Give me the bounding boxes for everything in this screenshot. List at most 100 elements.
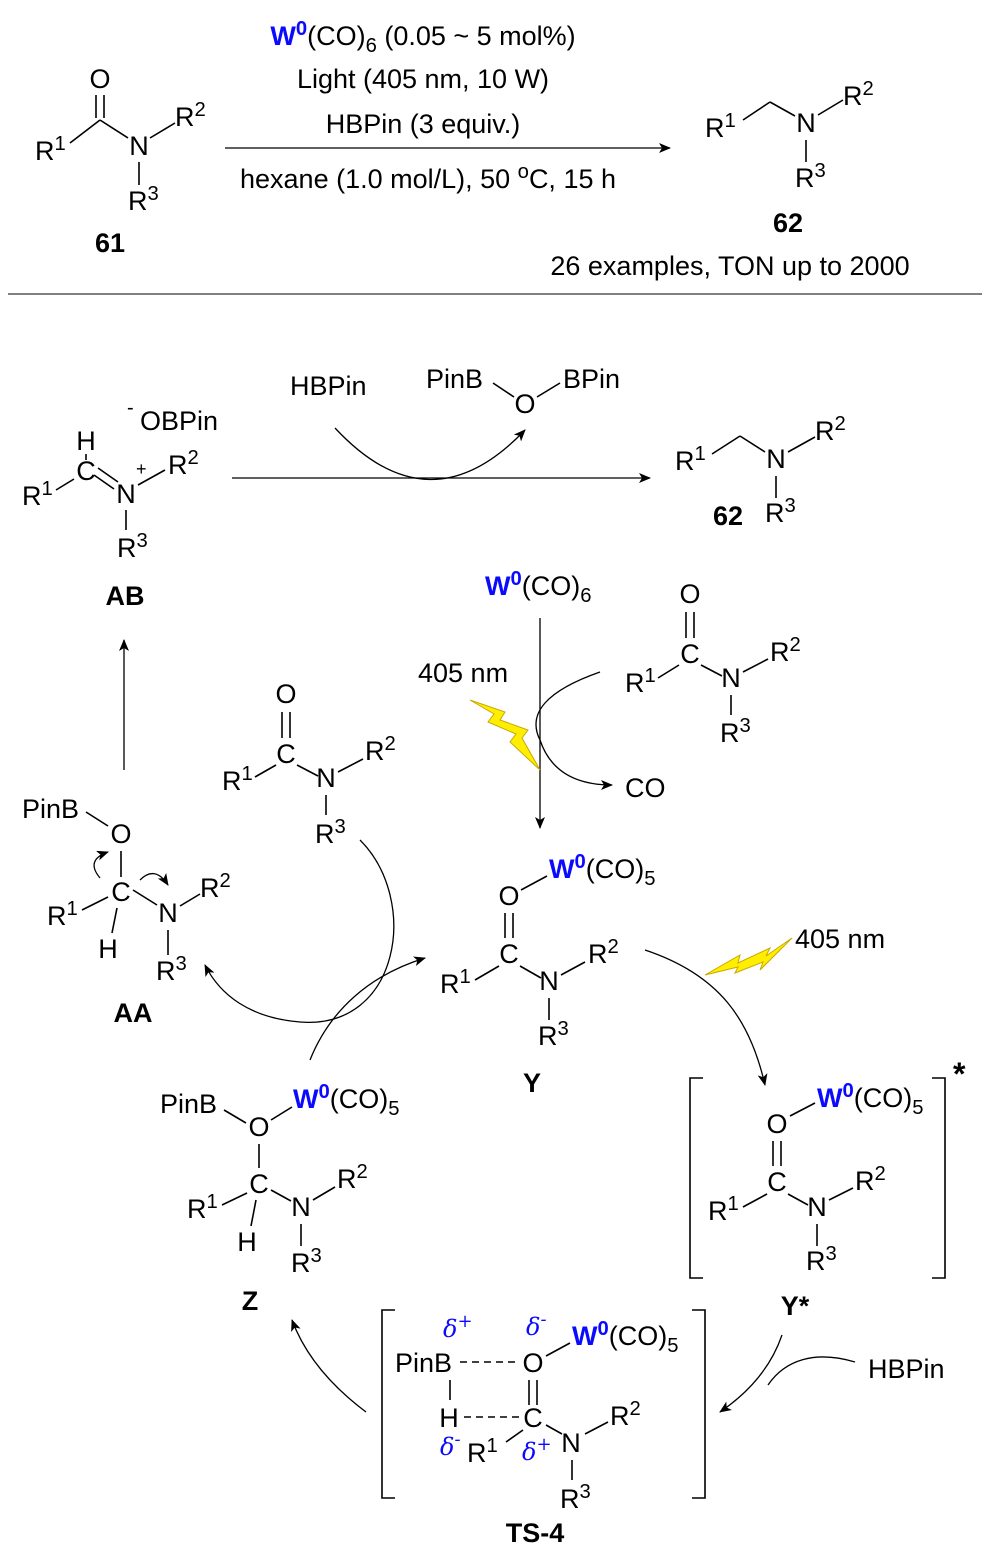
bracket-left — [689, 1077, 703, 1279]
compound-label-62: 62 — [773, 208, 803, 238]
atom-O: O — [766, 1109, 787, 1139]
partial-charge: δ-​ — [440, 1429, 461, 1461]
lightning-icon — [469, 699, 541, 771]
top-step: HBPin PinB O BPin — [232, 364, 651, 483]
r3: R3​ — [117, 530, 148, 563]
light-condition: Light (405 nm, 10 W) — [297, 64, 549, 94]
atom-N: N — [316, 763, 336, 793]
r2: R2​ — [588, 936, 619, 969]
transition-state-TS4: δ+​ δ-​ W0​(CO)5​ PinB O H C δ-​ R1​ δ+​… — [381, 1309, 706, 1548]
catalyst-formula: W0​(CO)6​ — [485, 568, 592, 607]
atom-C: C — [276, 739, 296, 769]
charge-minus: - — [127, 397, 134, 419]
excited-state-mark: * — [953, 1056, 966, 1092]
r2: R2​ — [855, 1163, 886, 1196]
compound-label-61: 61 — [95, 228, 125, 258]
charge-plus: + — [136, 459, 147, 479]
r3: R3​ — [156, 953, 187, 986]
hbpin-join-arrow — [767, 1356, 856, 1386]
partial-charge: δ-​ — [526, 1309, 547, 1341]
r3: R3​ — [538, 1018, 569, 1051]
electron-push-arrow — [93, 850, 109, 879]
mechanism-product-62: R1​ N R2​ R3​ 62 — [675, 413, 846, 531]
electron-push-arrow — [139, 873, 169, 886]
atom-C: C — [111, 877, 131, 907]
r1: R1​ — [625, 665, 656, 698]
curved-arrow — [334, 427, 526, 481]
compound-label-TS4: TS-4 — [506, 1518, 565, 1548]
amide-substrate-right: O C R1​ N R2​ R3​ — [625, 579, 801, 748]
atom-N: N — [539, 966, 559, 996]
intermediate-AB: - OBPin H R1​ C N + R2​ R3​ AB — [22, 397, 218, 611]
arrow-Y-to-Ystar — [644, 949, 768, 1086]
atom-N: N — [158, 898, 178, 928]
intermediate-Y: O W0​(CO)5​ C R1​ N R2​ R3​ Y — [440, 851, 656, 1098]
pinb: PinB — [426, 364, 483, 394]
atom-N: N — [807, 1192, 827, 1222]
atom-C: C — [249, 1169, 269, 1199]
r2: R2​ — [168, 447, 199, 480]
r3: R3​ — [795, 160, 826, 193]
reactant-61: O R1​ N R2​ R3​ 61 — [35, 64, 206, 258]
curved-arrow-Z-to-Y — [309, 956, 426, 1061]
reductant-condition: HBPin (3 equiv.) — [326, 109, 521, 139]
arrow-TS4-to-Z — [291, 1319, 367, 1413]
w-co5: W0​(CO)5​ — [549, 851, 656, 890]
r2: R2​ — [337, 1161, 368, 1194]
atom-O: O — [110, 819, 131, 849]
atom-O: O — [275, 679, 296, 709]
w-co5: W0​(CO)5​ — [572, 1318, 679, 1357]
curved-arrow-co — [535, 671, 613, 790]
atom-C: C — [767, 1167, 787, 1197]
atom-H: H — [98, 934, 118, 964]
atom-O: O — [514, 389, 535, 419]
product-62: R1​ N R2​ R3​ 62 — [705, 78, 874, 238]
r1: R1​ — [187, 1191, 218, 1224]
intermediate-Z: PinB O W0​(CO)5​ C R1​ H N R2​ R3​ Z — [160, 1081, 400, 1316]
w-co5: W0​(CO)5​ — [293, 1081, 400, 1120]
atom-O: O — [522, 1348, 543, 1378]
w-co5: W0​(CO)5​ — [817, 1080, 924, 1119]
compound-label-Y: Y — [523, 1068, 541, 1098]
atom-O: O — [498, 881, 519, 911]
atom-N: N — [291, 1192, 311, 1222]
pinb: PinB — [22, 794, 79, 824]
atom-N: N — [766, 444, 786, 474]
catalyst-entry: W0​(CO)6​ 405 nm CO — [418, 568, 666, 829]
r2: R2​ — [770, 634, 801, 667]
r2: R2​ — [610, 1398, 641, 1431]
partial-charge: δ+​ — [443, 1311, 473, 1343]
atom-O: O — [248, 1112, 269, 1142]
atom-C: C — [680, 639, 700, 669]
light-label: 405 nm — [418, 658, 508, 688]
r1: R1​ — [675, 443, 706, 476]
r3: R3​ — [720, 715, 751, 748]
r1: R1​ — [467, 1435, 498, 1468]
r3: R3​ — [291, 1245, 322, 1278]
light-label: 405 nm — [795, 924, 885, 954]
atom-H: H — [76, 426, 96, 456]
compound-label-Z: Z — [242, 1286, 259, 1316]
atom-C: C — [523, 1403, 543, 1433]
atom-N: N — [116, 479, 136, 509]
compound-label-62: 62 — [713, 501, 743, 531]
r3: R3​ — [765, 495, 796, 528]
atom-H: H — [439, 1403, 459, 1433]
r2: R2​ — [200, 870, 231, 903]
r1: R1​ — [705, 110, 736, 143]
atom-H: H — [237, 1227, 257, 1257]
atom-O: O — [679, 579, 700, 609]
intermediate-Y-star: * O W0​(CO)5​ C R1​ N R2​ R3​ Y* — [689, 1056, 966, 1321]
atom-N: N — [129, 131, 149, 161]
atom-C: C — [499, 939, 519, 969]
compound-label-Ystar: Y* — [781, 1291, 810, 1321]
lightning-icon — [704, 937, 793, 976]
r1: R1​ — [47, 898, 78, 931]
compound-label-AA: AA — [114, 998, 153, 1028]
reaction-conditions: W0​(CO)6​ (0.05 ~ 5 mol%) Light (405 nm,… — [225, 18, 671, 194]
r3: R3​ — [315, 816, 346, 849]
r1: R1​ — [440, 966, 471, 999]
r3: R3​ — [560, 1481, 591, 1514]
bracket-right — [692, 1309, 706, 1499]
